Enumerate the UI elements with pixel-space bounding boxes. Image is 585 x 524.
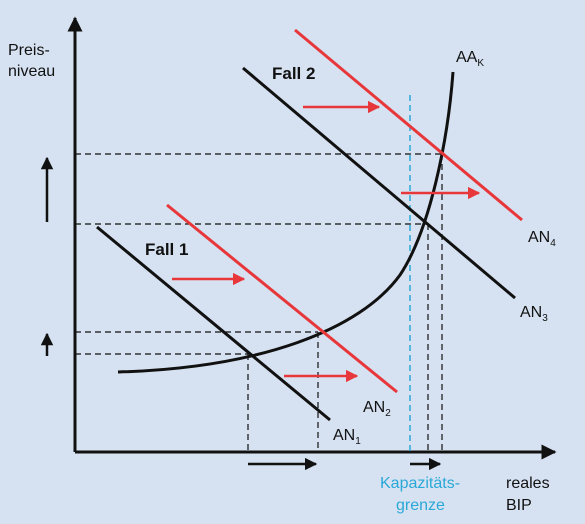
capacity-label-line1: Kapazitäts- [380,475,460,492]
an2-label: AN2 [363,399,391,419]
an4-line [294,28,523,222]
an2-line [166,203,398,394]
an4-label: AN4 [528,229,556,249]
case2-label: Fall 2 [272,64,315,83]
case1-label: Fall 1 [145,240,188,259]
an1-line [96,225,331,422]
x-axis-label-line2: BIP [506,497,532,514]
capacity-label-line2: grenze [396,497,445,514]
aa-curve [117,71,455,374]
guide-lines [75,153,443,452]
an3-label: AN3 [520,304,548,324]
an3-line [242,66,516,300]
y-axis-label-line1: Preis- [8,42,50,59]
aa-label: AAK [456,49,484,69]
x-axis-label-line1: reales [506,475,550,492]
y-axis-label-line2: niveau [8,63,55,80]
an1-label: AN1 [333,427,361,447]
